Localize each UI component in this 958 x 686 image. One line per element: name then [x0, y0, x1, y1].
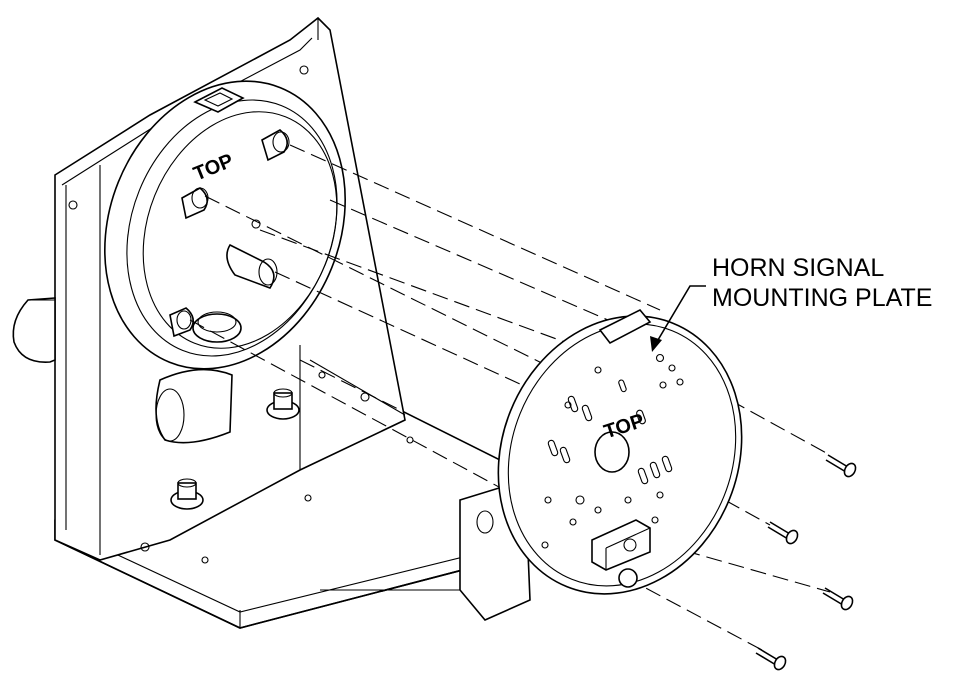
base-studs [170, 388, 300, 510]
housing-posts [169, 129, 290, 338]
callout: HORN SIGNAL MOUNTING PLATE [650, 254, 932, 352]
callout-line-1: HORN SIGNAL [712, 254, 884, 282]
callout-leader [654, 285, 706, 346]
callout-arrowhead [650, 336, 662, 352]
screw [755, 647, 787, 671]
plate-clip [591, 519, 651, 571]
screw [822, 587, 854, 611]
side-tube [12, 297, 56, 363]
elbow-pipe [155, 368, 233, 444]
mounting-screws [755, 454, 857, 671]
callout-line-2: MOUNTING PLATE [712, 284, 932, 312]
plate-slots [541, 353, 684, 549]
housing: TOP [104, 80, 346, 370]
mounting-plate: TOP [497, 309, 743, 595]
screw [825, 454, 857, 478]
screw [767, 521, 799, 545]
